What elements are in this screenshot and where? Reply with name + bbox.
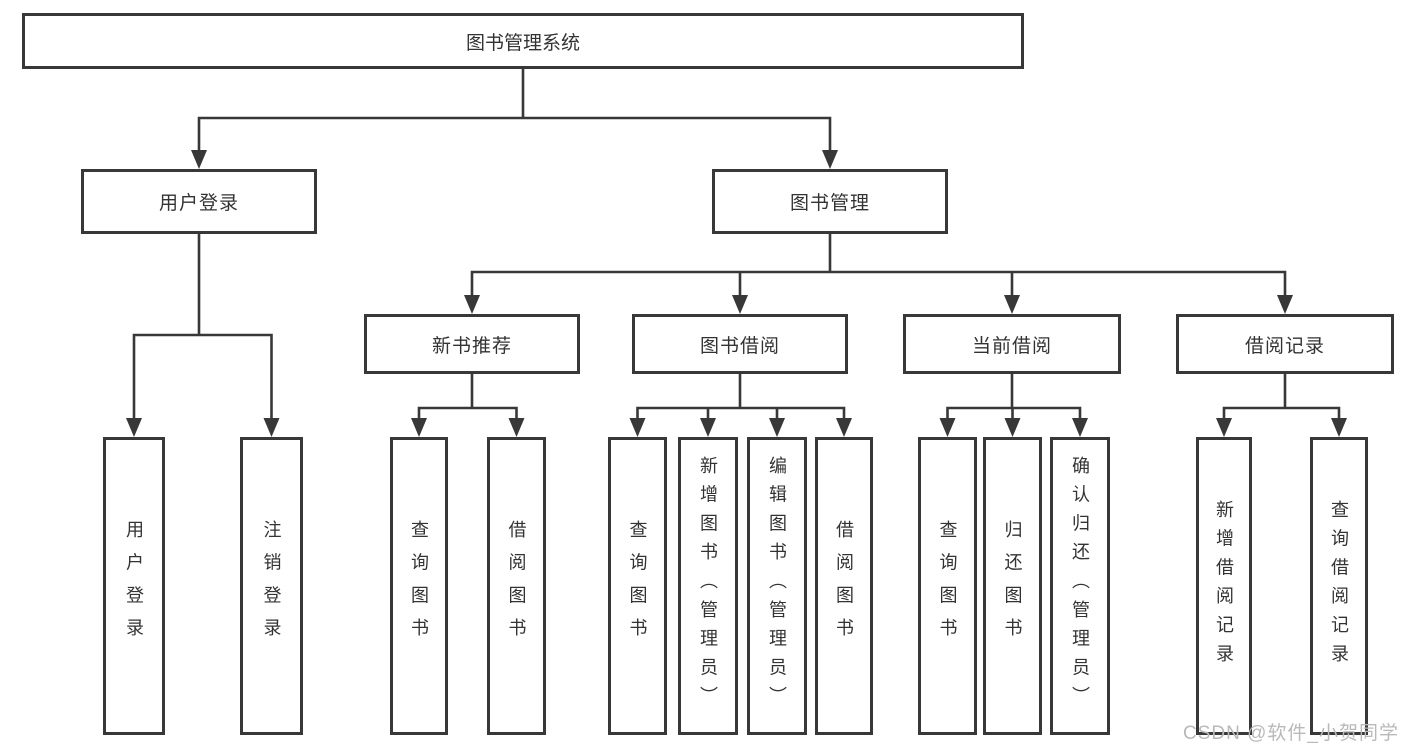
node-book-management: 图书管理 xyxy=(712,169,948,234)
leaf-query-borrow-record: 查询借阅记录 xyxy=(1310,437,1368,735)
leaf-add-book-admin: 新增图书（管理员） xyxy=(678,437,738,735)
node-label: 图书管理 xyxy=(789,193,870,214)
leaf-label: 用户登录 xyxy=(124,520,144,652)
watermark-text: CSDN @软件_小贺同学 xyxy=(1183,723,1399,744)
leaf-confirm-return-admin: 确认归还（管理员） xyxy=(1050,437,1110,735)
leaf-add-borrow-record: 新增借阅记录 xyxy=(1196,437,1252,735)
leaf-label: 借阅图书 xyxy=(506,520,527,652)
leaf-label: 新增图书（管理员） xyxy=(698,456,718,716)
leaf-label: 查询借阅记录 xyxy=(1329,499,1349,673)
leaf-borrow-books-borrow: 借阅图书 xyxy=(815,437,873,735)
leaf-edit-book-admin: 编辑图书（管理员） xyxy=(747,437,807,735)
node-book-borrow: 图书借阅 xyxy=(632,314,848,374)
node-label: 图书借阅 xyxy=(699,335,780,357)
node-label: 图书管理系统 xyxy=(465,32,580,54)
leaf-label: 查询图书 xyxy=(937,520,958,652)
leaf-query-books-recommend: 查询图书 xyxy=(390,437,448,735)
leaf-label: 借阅图书 xyxy=(834,520,854,652)
leaf-label: 注销登录 xyxy=(261,520,282,652)
node-label: 当前借阅 xyxy=(971,335,1052,357)
leaf-label: 确认归还（管理员） xyxy=(1070,456,1090,716)
node-new-book-recommend: 新书推荐 xyxy=(364,314,580,374)
node-user-login: 用户登录 xyxy=(81,169,317,234)
node-library-system: 图书管理系统 xyxy=(22,13,1024,69)
leaf-label: 编辑图书（管理员） xyxy=(767,456,787,716)
node-label: 用户登录 xyxy=(158,193,239,214)
leaf-logout: 注销登录 xyxy=(240,437,303,735)
leaf-query-books-current: 查询图书 xyxy=(918,437,977,735)
leaf-borrow-books-recommend: 借阅图书 xyxy=(487,437,546,735)
leaf-return-book: 归还图书 xyxy=(983,437,1042,735)
node-current-borrow: 当前借阅 xyxy=(903,314,1121,374)
leaf-label: 查询图书 xyxy=(627,520,648,652)
leaf-label: 查询图书 xyxy=(409,520,429,652)
leaf-user-login: 用户登录 xyxy=(103,437,165,735)
node-borrow-records: 借阅记录 xyxy=(1176,314,1394,374)
leaf-label: 新增借阅记录 xyxy=(1214,499,1234,673)
node-label: 借阅记录 xyxy=(1244,335,1325,357)
leaf-query-books-borrow: 查询图书 xyxy=(608,437,667,735)
leaf-label: 归还图书 xyxy=(1002,520,1023,652)
node-label: 新书推荐 xyxy=(431,335,512,357)
